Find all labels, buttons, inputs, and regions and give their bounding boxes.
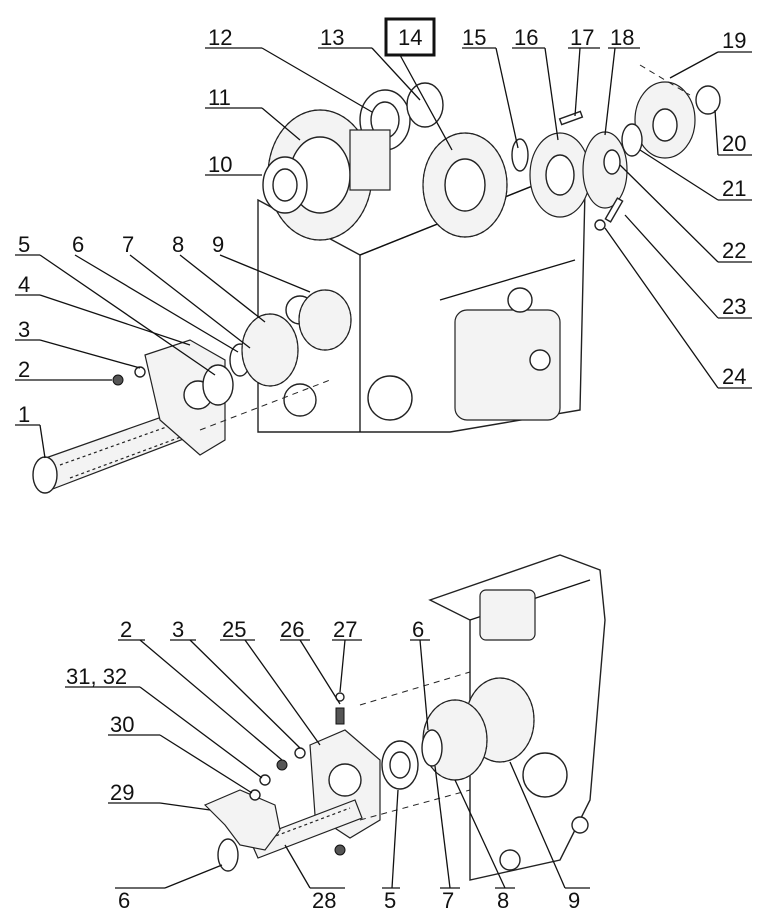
spring-26 bbox=[335, 707, 345, 725]
callout-b8: 8 bbox=[497, 888, 509, 913]
callout-b26: 26 bbox=[280, 617, 304, 642]
callout-5: 5 bbox=[18, 232, 30, 257]
seal-15 bbox=[511, 138, 529, 172]
callout-18: 18 bbox=[610, 25, 634, 50]
callout-24: 24 bbox=[722, 364, 746, 389]
ring-21 bbox=[621, 123, 643, 157]
nut-19 bbox=[695, 85, 721, 115]
gear-8 bbox=[241, 313, 299, 387]
callout-b30: 30 bbox=[110, 712, 134, 737]
callout-9: 9 bbox=[212, 232, 224, 257]
callout-2: 2 bbox=[18, 357, 30, 382]
callout-14-highlight-box bbox=[384, 17, 436, 57]
callout-14: 14 bbox=[398, 25, 422, 50]
callout-1: 1 bbox=[18, 402, 30, 427]
callout-12: 12 bbox=[208, 25, 232, 50]
callout-20: 20 bbox=[722, 131, 746, 156]
bolt-bottom-lower bbox=[334, 844, 346, 856]
callout-b6-top: 6 bbox=[412, 617, 424, 642]
gear-9 bbox=[298, 289, 352, 351]
callout-b27: 27 bbox=[333, 617, 357, 642]
callout-b31-32: 31, 32 bbox=[66, 664, 127, 689]
callout-11: 11 bbox=[208, 85, 231, 110]
callout-22: 22 bbox=[722, 238, 746, 263]
bolt-23 bbox=[604, 197, 624, 223]
bottom-assembly bbox=[203, 554, 606, 881]
callout-21: 21 bbox=[722, 176, 746, 201]
callout-7: 7 bbox=[122, 232, 134, 257]
shaft-28 bbox=[249, 799, 363, 859]
fork-29 bbox=[203, 789, 281, 851]
bolt-2 bbox=[112, 374, 124, 386]
gear-14-cluster bbox=[422, 132, 508, 238]
bolt-2-bottom bbox=[276, 759, 288, 771]
pin-31-32 bbox=[259, 774, 271, 786]
washer-3-bottom bbox=[294, 747, 306, 759]
callout-17: 17 bbox=[570, 25, 594, 50]
pin-30 bbox=[249, 789, 261, 801]
callout-10: 10 bbox=[208, 152, 232, 177]
callout-23: 23 bbox=[722, 294, 746, 319]
ring-7-bottom bbox=[421, 729, 443, 767]
callout-labels: 12 13 14 15 16 17 18 19 11 10 20 21 22 2… bbox=[18, 17, 746, 913]
callout-13: 13 bbox=[320, 25, 344, 50]
bearing-5 bbox=[202, 364, 234, 406]
callout-b25: 25 bbox=[222, 617, 246, 642]
bolt-17 bbox=[558, 110, 584, 126]
spacer-22 bbox=[603, 149, 621, 175]
top-assembly bbox=[32, 64, 721, 494]
leader-lines bbox=[15, 47, 752, 889]
housing-window bbox=[454, 309, 561, 421]
callout-b9: 9 bbox=[568, 888, 580, 913]
housing-18 bbox=[582, 131, 628, 209]
cover-13 bbox=[406, 82, 444, 128]
ring-6-bottom bbox=[217, 838, 239, 872]
callout-19: 19 bbox=[722, 28, 746, 53]
washer-3 bbox=[134, 366, 146, 378]
bolt-24 bbox=[594, 219, 606, 231]
callout-6: 6 bbox=[72, 232, 84, 257]
callout-15: 15 bbox=[462, 25, 486, 50]
callout-b5: 5 bbox=[384, 888, 396, 913]
callout-b3: 3 bbox=[172, 617, 184, 642]
callout-b6: 6 bbox=[118, 888, 130, 913]
callout-16: 16 bbox=[514, 25, 538, 50]
callout-b28: 28 bbox=[312, 888, 336, 913]
callout-3: 3 bbox=[18, 317, 30, 342]
callout-4: 4 bbox=[18, 272, 30, 297]
callout-b7: 7 bbox=[442, 888, 454, 913]
callout-b2: 2 bbox=[120, 617, 132, 642]
callout-b29: 29 bbox=[110, 780, 134, 805]
callout-8: 8 bbox=[172, 232, 184, 257]
